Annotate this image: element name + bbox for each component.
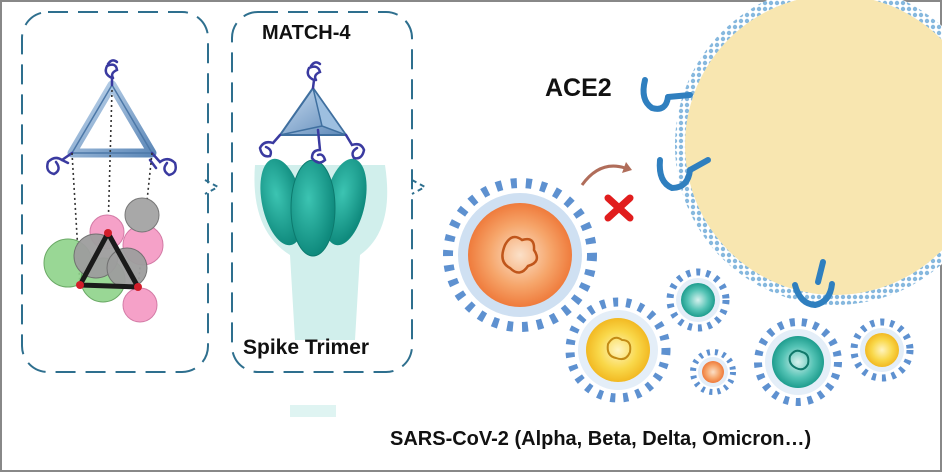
virus-medium-yellow [565, 297, 671, 403]
virus-core [772, 336, 824, 388]
virus-core [702, 361, 724, 383]
panel-spike-box [231, 11, 413, 373]
footprint-gray [124, 197, 160, 233]
virus-medium-teal [754, 318, 842, 406]
footprint-pink [122, 287, 158, 323]
ligand-icon [46, 151, 74, 176]
virus-core [586, 318, 650, 382]
triangle-outline [70, 83, 154, 154]
match4-molecule-2d [43, 59, 177, 323]
virus-core [865, 333, 899, 367]
ace2-receptor-icon [640, 77, 693, 112]
match4-label: MATCH-4 [262, 22, 351, 44]
virus-core [681, 283, 715, 317]
virus-spikes [754, 318, 842, 406]
virus-large-orange [443, 178, 597, 332]
arrow-head [622, 162, 632, 173]
panel-connector-2 [411, 179, 428, 195]
ligand-icon [306, 61, 322, 90]
spike-trimer-label: Spike Trimer [243, 336, 370, 359]
tetrahedron-edge [279, 125, 323, 136]
host-cell [675, 0, 942, 305]
virus-spikes [666, 268, 730, 332]
sars-cov-2-label: SARS-CoV-2 (Alpha, Beta, Delta, Omicron…… [390, 428, 812, 450]
anchor-dot [76, 281, 84, 289]
ace2-receptors [640, 77, 835, 309]
virus-spikes [690, 349, 736, 395]
ace2-receptor-icon [792, 259, 835, 309]
stalk-extension [290, 405, 336, 417]
virus-small-teal [666, 268, 730, 332]
anchor-dot [104, 229, 112, 237]
spike-trimer-illustration [254, 61, 388, 417]
tetrahedron-face [312, 87, 349, 137]
curved-arrow-icon [580, 164, 626, 186]
ligand-icon [258, 133, 282, 158]
virus-spikes [850, 318, 914, 382]
virus-rna [788, 349, 810, 371]
ligand-icon [148, 151, 177, 177]
ace2-label: ACE2 [545, 74, 612, 102]
virus-spikes [565, 297, 671, 403]
ace2-receptor-icon [656, 157, 711, 192]
footprint-triangle [77, 230, 141, 290]
panel-molecule-box [21, 11, 209, 373]
ligand-icon [310, 128, 327, 164]
panel-connector-1 [204, 179, 221, 195]
ligand-icon [104, 59, 119, 87]
virus-tiny-orange [690, 349, 736, 395]
spike-lobe [290, 159, 336, 257]
virus-rna [501, 235, 539, 274]
virus-rna [606, 336, 632, 361]
block-cross-icon [604, 194, 634, 222]
anchor-dot [134, 283, 142, 291]
virus-small-yellow [850, 318, 914, 382]
cell-interior [685, 0, 942, 295]
ligand-icon [344, 133, 366, 160]
virus-core [468, 203, 572, 307]
virus-spikes [443, 178, 597, 332]
